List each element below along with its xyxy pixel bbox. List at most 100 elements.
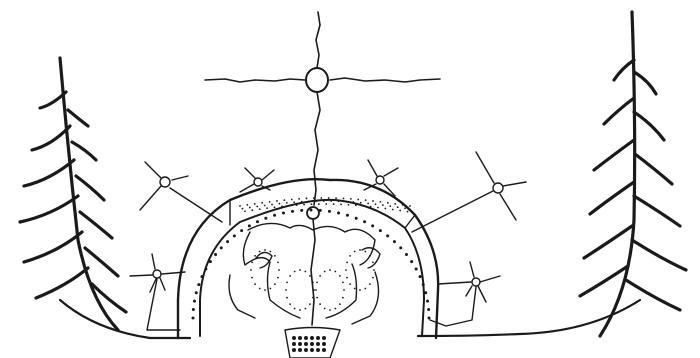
stipple-dot [343, 198, 345, 200]
stipple-dot [274, 283, 276, 285]
stipple-dot [197, 283, 200, 286]
stipple-dot [259, 288, 261, 290]
stipple-dot [209, 260, 212, 263]
stipple-dot [264, 205, 266, 207]
stipple-dot [274, 206, 276, 208]
stipple-dot [419, 275, 422, 278]
stipple-dot [313, 197, 315, 199]
stipple-dot [373, 269, 375, 271]
stipple-dot [192, 308, 195, 311]
stipple-dot [384, 208, 386, 210]
stipple-dot [316, 297, 318, 299]
star-lower-right [430, 262, 500, 326]
stipple-dot [357, 199, 359, 201]
stipple-dot [269, 201, 271, 203]
stipple-dot [315, 200, 317, 202]
stipple-dot [251, 209, 253, 211]
stipple-dot [389, 205, 391, 207]
stipple-dot [324, 271, 326, 273]
stipple-dot [311, 203, 313, 205]
stipple-dot [254, 283, 256, 285]
stipple-dot [299, 309, 301, 311]
stipple-dot [359, 289, 361, 291]
stipple-dot [426, 300, 429, 303]
stipple-dot [315, 289, 317, 291]
stipple-dot [365, 199, 367, 201]
stipple-dot [288, 205, 290, 207]
stipple-dot [422, 283, 425, 286]
stipple-dot [363, 220, 366, 223]
stipple-dot [269, 288, 271, 290]
stipple-dot [329, 309, 331, 311]
stipple-dot [354, 288, 356, 290]
stipple-dot [264, 289, 266, 291]
stipple-dot [371, 224, 374, 227]
stipple-dot [279, 203, 281, 205]
stipple-dot [337, 211, 340, 214]
stipple-dot [264, 217, 267, 220]
stipple-dot [379, 229, 382, 232]
stipple-dot [404, 207, 406, 209]
stipple-dot [278, 269, 280, 271]
stipple-dot [340, 203, 342, 205]
stipple-dot [282, 211, 285, 214]
stipple-dot [349, 283, 351, 285]
stipple-dot [355, 204, 357, 206]
stipple-dot [316, 336, 320, 340]
stipple-dot [345, 269, 347, 271]
stipple-dot [428, 317, 431, 320]
stipple-dot [249, 207, 251, 209]
stipple-dot [399, 246, 402, 249]
stipple-dot [251, 261, 253, 263]
stipple-dot [298, 198, 300, 200]
dome-star [307, 207, 319, 219]
stipple-dot [292, 348, 296, 352]
stipple-dot [322, 342, 326, 346]
stipple-dot [407, 211, 409, 213]
stipple-dot [319, 303, 321, 305]
stipple-dot [304, 336, 308, 340]
stipple-dot [240, 229, 243, 232]
stipple-dot [271, 204, 273, 206]
stipple-dot [286, 281, 288, 283]
stipple-dot [294, 308, 296, 310]
top-star [205, 12, 440, 205]
stipple-dot [352, 201, 354, 203]
stipple-dot [322, 336, 326, 340]
stipple-dot [248, 224, 251, 227]
stipple-dot [324, 308, 326, 310]
stipple-dot [244, 210, 246, 212]
stipple-dot [304, 348, 308, 352]
stipple-dot [256, 220, 259, 223]
stipple-dot [328, 210, 331, 213]
stipple-dot [300, 209, 303, 212]
stipple-dot [354, 251, 356, 253]
stipple-dot [338, 200, 340, 202]
stipple-dot [328, 197, 330, 199]
star-upper-right [412, 152, 526, 232]
stipple-dot [214, 253, 217, 256]
stipple-dot [402, 204, 404, 206]
stipple-dot [294, 271, 296, 273]
stipple-dot [309, 275, 311, 277]
stipple-dot [304, 271, 306, 273]
stipple-dot [259, 208, 261, 210]
stipple-dot [192, 317, 195, 320]
stipple-dot [415, 267, 418, 270]
stipple-dot [382, 204, 384, 206]
stipple-dot [277, 277, 279, 279]
stipple-dot [276, 200, 278, 202]
stipple-dot [348, 204, 350, 206]
stipple-dot [289, 275, 291, 277]
stipple-dot [427, 308, 430, 311]
stipple-dot [233, 234, 236, 237]
stipple-dot [355, 217, 358, 220]
stipple-dot [242, 208, 244, 210]
stipple-dot [298, 336, 302, 340]
stipple-dot [298, 348, 302, 352]
stipple-dot [283, 199, 285, 201]
stipple-dot [299, 269, 301, 271]
stipple-dot [393, 240, 396, 243]
stipple-dot [394, 203, 396, 205]
stipple-dot [193, 300, 196, 303]
